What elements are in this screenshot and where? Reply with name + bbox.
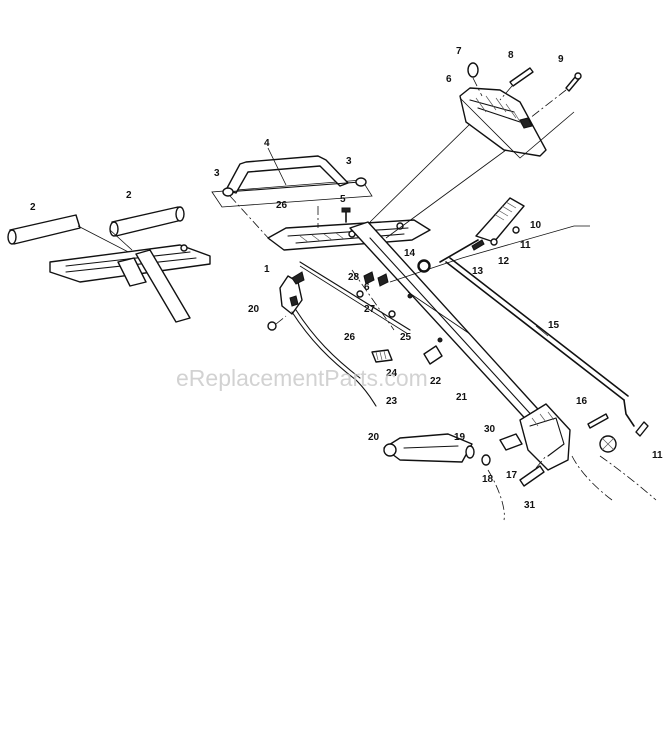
callout-2a: 2: [30, 202, 36, 213]
callout-10: 10: [530, 220, 542, 231]
callout-22: 22: [430, 376, 442, 387]
callout-31: 31: [524, 500, 536, 511]
callout-3b: 3: [346, 156, 352, 167]
control-panel-assembly: [459, 62, 582, 159]
callout-9: 9: [558, 54, 564, 65]
callout-27: 27: [364, 304, 376, 315]
control-lever-assembly: [418, 197, 635, 427]
watermark: eReplacementParts.com: [176, 365, 428, 391]
callout-11b: 11: [652, 450, 663, 461]
callout-18: 18: [482, 474, 494, 485]
callout-23: 23: [386, 396, 398, 407]
callout-26a: 26: [276, 200, 288, 211]
callout-labels: 7 8 9 6 4 3 3 26 5 2 2 10 11 12 13 14 1 …: [30, 46, 663, 511]
callout-12: 12: [498, 256, 510, 267]
callout-24: 24: [386, 368, 398, 379]
callout-11a: 11: [520, 240, 531, 251]
callout-20b: 20: [368, 432, 380, 443]
callout-5: 5: [340, 194, 346, 205]
callout-6b: 6: [364, 282, 370, 293]
callout-17: 17: [506, 470, 518, 481]
callout-30: 30: [484, 424, 496, 435]
callout-7: 7: [456, 46, 462, 57]
handle-grips-assembly: [7, 206, 211, 323]
callout-4: 4: [264, 138, 270, 149]
clutch-lever-assembly: [267, 261, 443, 407]
callout-21: 21: [456, 392, 468, 403]
callout-19: 19: [454, 432, 466, 443]
callout-25: 25: [400, 332, 412, 343]
upper-handle-assembly: [211, 147, 431, 251]
callout-28: 28: [348, 272, 360, 283]
callout-26b: 26: [344, 332, 356, 343]
callout-20a: 20: [248, 304, 260, 315]
callout-8: 8: [508, 50, 514, 61]
callout-16: 16: [576, 396, 588, 407]
callout-6: 6: [446, 74, 452, 85]
callout-3a: 3: [214, 168, 220, 179]
main-handle-tube: [349, 123, 590, 451]
lower-arm-assembly: [383, 403, 657, 521]
callout-1: 1: [264, 264, 270, 275]
callout-14: 14: [404, 248, 416, 259]
callout-2b: 2: [126, 190, 132, 201]
callout-13: 13: [472, 266, 484, 277]
callout-15: 15: [548, 320, 560, 331]
